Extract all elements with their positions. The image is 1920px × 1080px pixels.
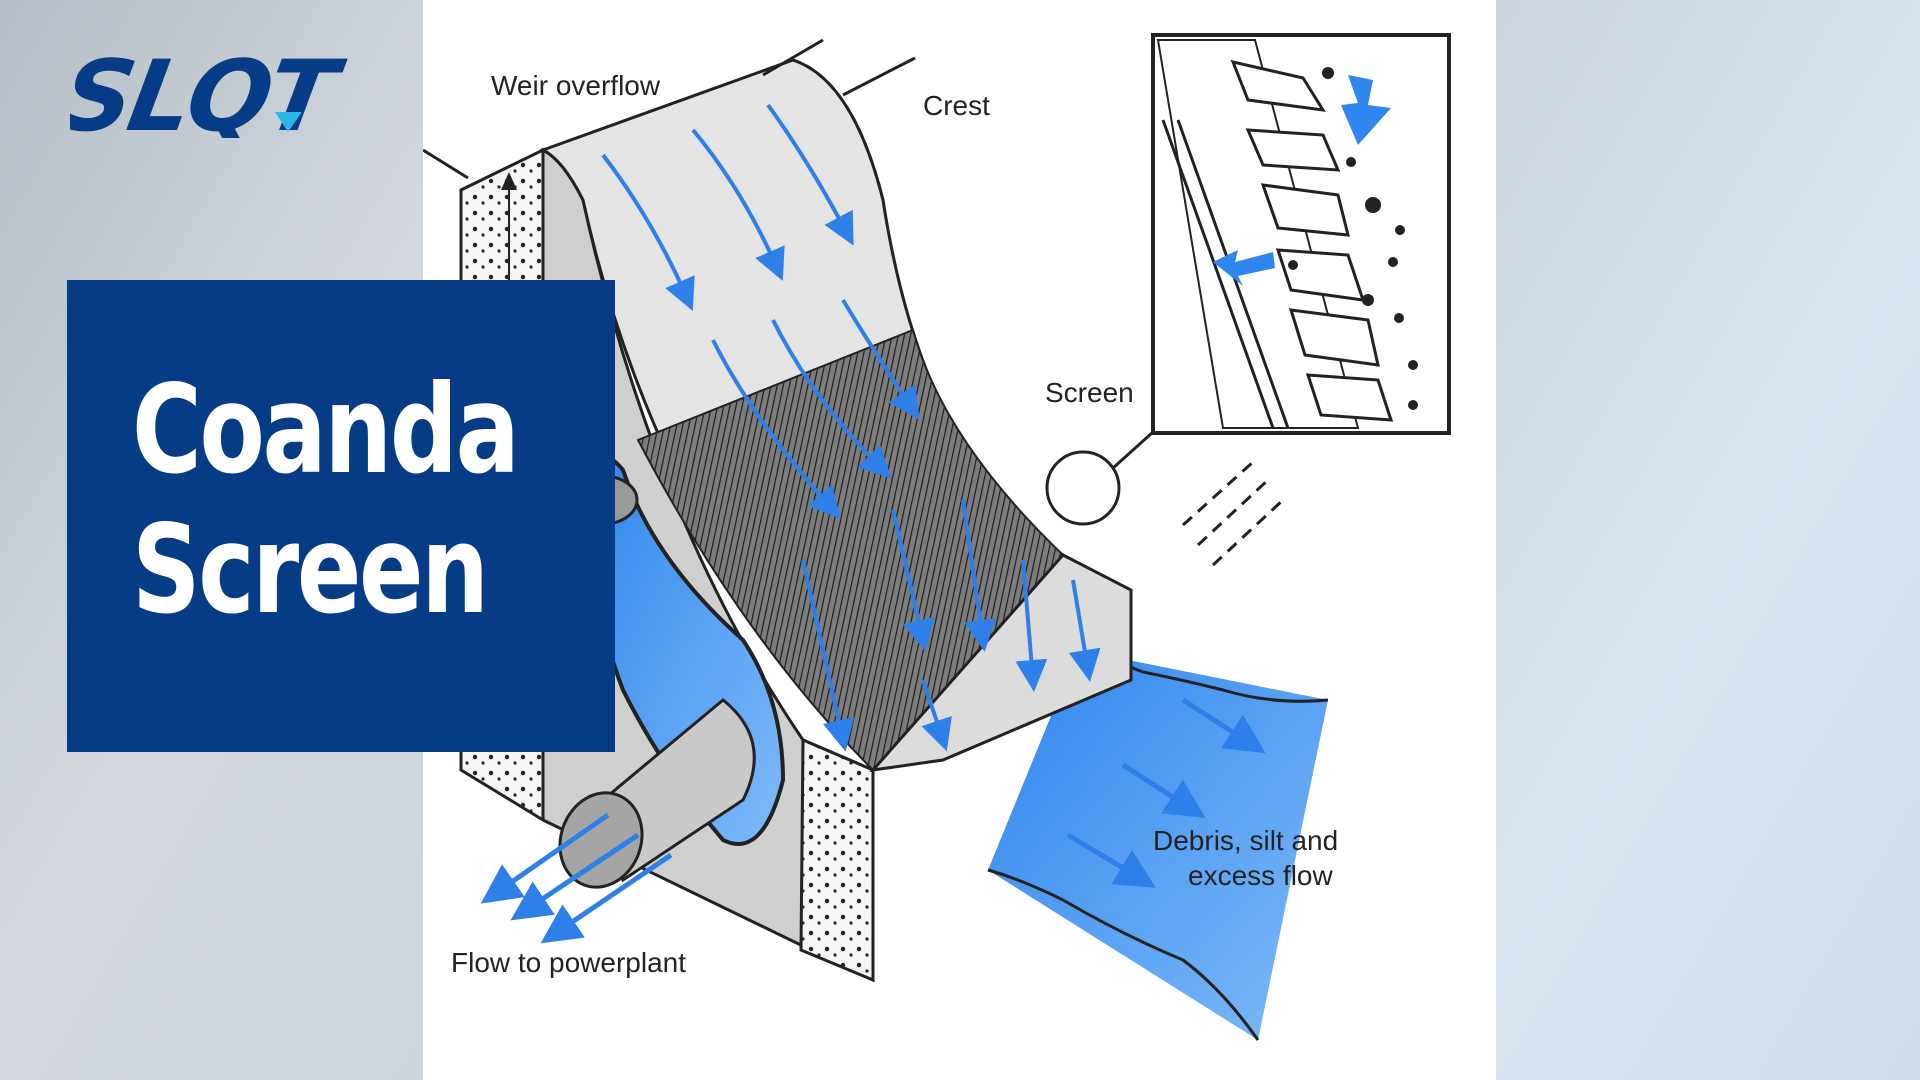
title-box: Coanda Screen	[67, 280, 615, 752]
label-crest: Crest	[923, 90, 990, 121]
label-screen: Screen	[1045, 377, 1134, 408]
weir-flow-arrows	[601, 103, 1101, 752]
debris-arrow-icon	[1341, 75, 1391, 145]
brand-logo: SLQT	[53, 40, 400, 154]
filtered-flow-arrow-icon	[1213, 250, 1275, 286]
label-weir-overflow: Weir overflow	[491, 70, 661, 101]
title-line-1: Coanda	[132, 359, 520, 501]
screen-detail-inset	[1151, 33, 1451, 435]
diagram-panel: Weir overflow Crest Screen Debris, silt …	[423, 0, 1496, 1080]
label-flow-to-powerplant: Flow to powerplant	[451, 947, 686, 978]
logo-text: SLQT	[70, 48, 351, 138]
screen-detail-circle	[1045, 450, 1121, 526]
slqt-logo-icon: SLQT	[53, 40, 351, 154]
label-debris-line2: excess flow	[1188, 860, 1333, 891]
title-line-2: Screen	[132, 499, 489, 641]
channel-flow-arrows	[1066, 697, 1266, 888]
label-debris-line1: Debris, silt and	[1153, 825, 1338, 856]
coanda-screen-diagram: Weir overflow Crest Screen Debris, silt …	[423, 33, 1451, 1041]
powerplant-flow-arrows	[480, 812, 673, 944]
